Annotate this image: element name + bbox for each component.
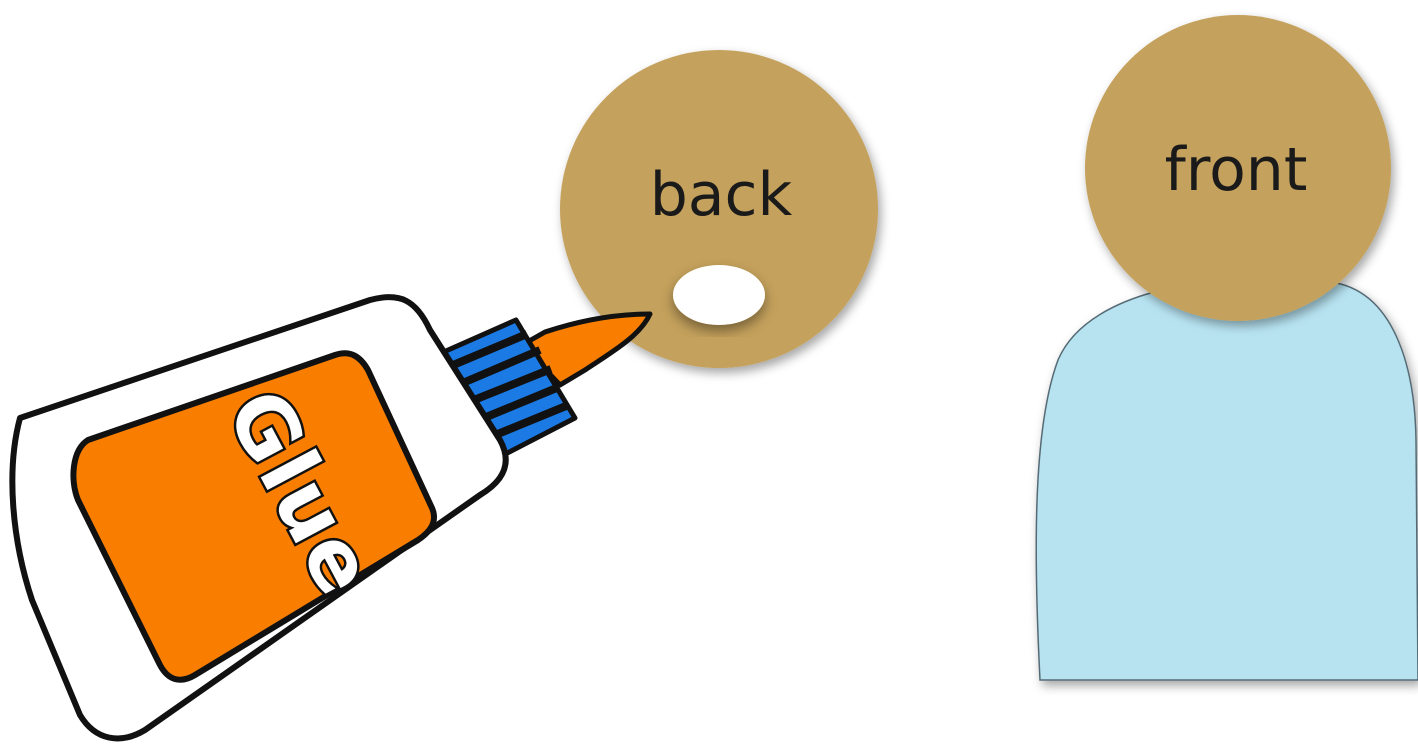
front-figure: front xyxy=(1036,15,1418,680)
glue-bottle-icon: Glue xyxy=(12,297,650,738)
figure-body xyxy=(1036,278,1418,680)
glue-dot xyxy=(673,265,765,325)
front-label: front xyxy=(1165,135,1308,205)
back-label: back xyxy=(650,160,793,230)
